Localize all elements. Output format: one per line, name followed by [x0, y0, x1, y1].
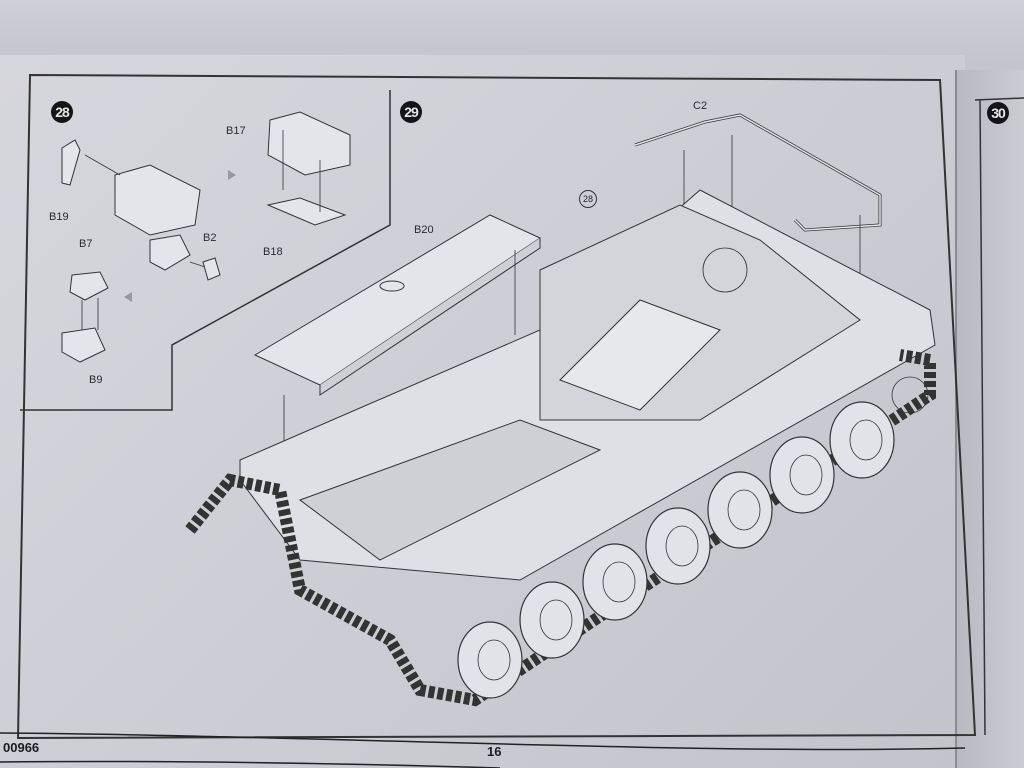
product-code: 00966	[3, 740, 40, 755]
step28-panel-border	[20, 90, 391, 411]
subassembly-callout-28: 28	[579, 190, 597, 208]
next-page-edge	[955, 70, 1024, 768]
part-label-b19: B19	[49, 211, 69, 223]
part-label-b7: B7	[79, 238, 93, 250]
part-label-b17: B17	[226, 125, 246, 137]
step28-parts	[61, 111, 351, 363]
part-label-b20: B20	[414, 224, 434, 236]
tank-hull	[239, 189, 936, 581]
part-label-c2: C2	[693, 100, 708, 112]
page-number: 16	[487, 744, 502, 759]
part-label-b9: B9	[89, 374, 103, 386]
part-label-b18: B18	[263, 246, 283, 258]
part-label-b2: B2	[203, 232, 217, 244]
page-frame	[16, 73, 977, 740]
step-28-badge: 28	[51, 101, 73, 123]
track	[185, 349, 936, 707]
road-wheels	[457, 401, 895, 699]
step-30-badge: 30	[987, 102, 1009, 124]
step-29-badge: 29	[400, 101, 422, 123]
